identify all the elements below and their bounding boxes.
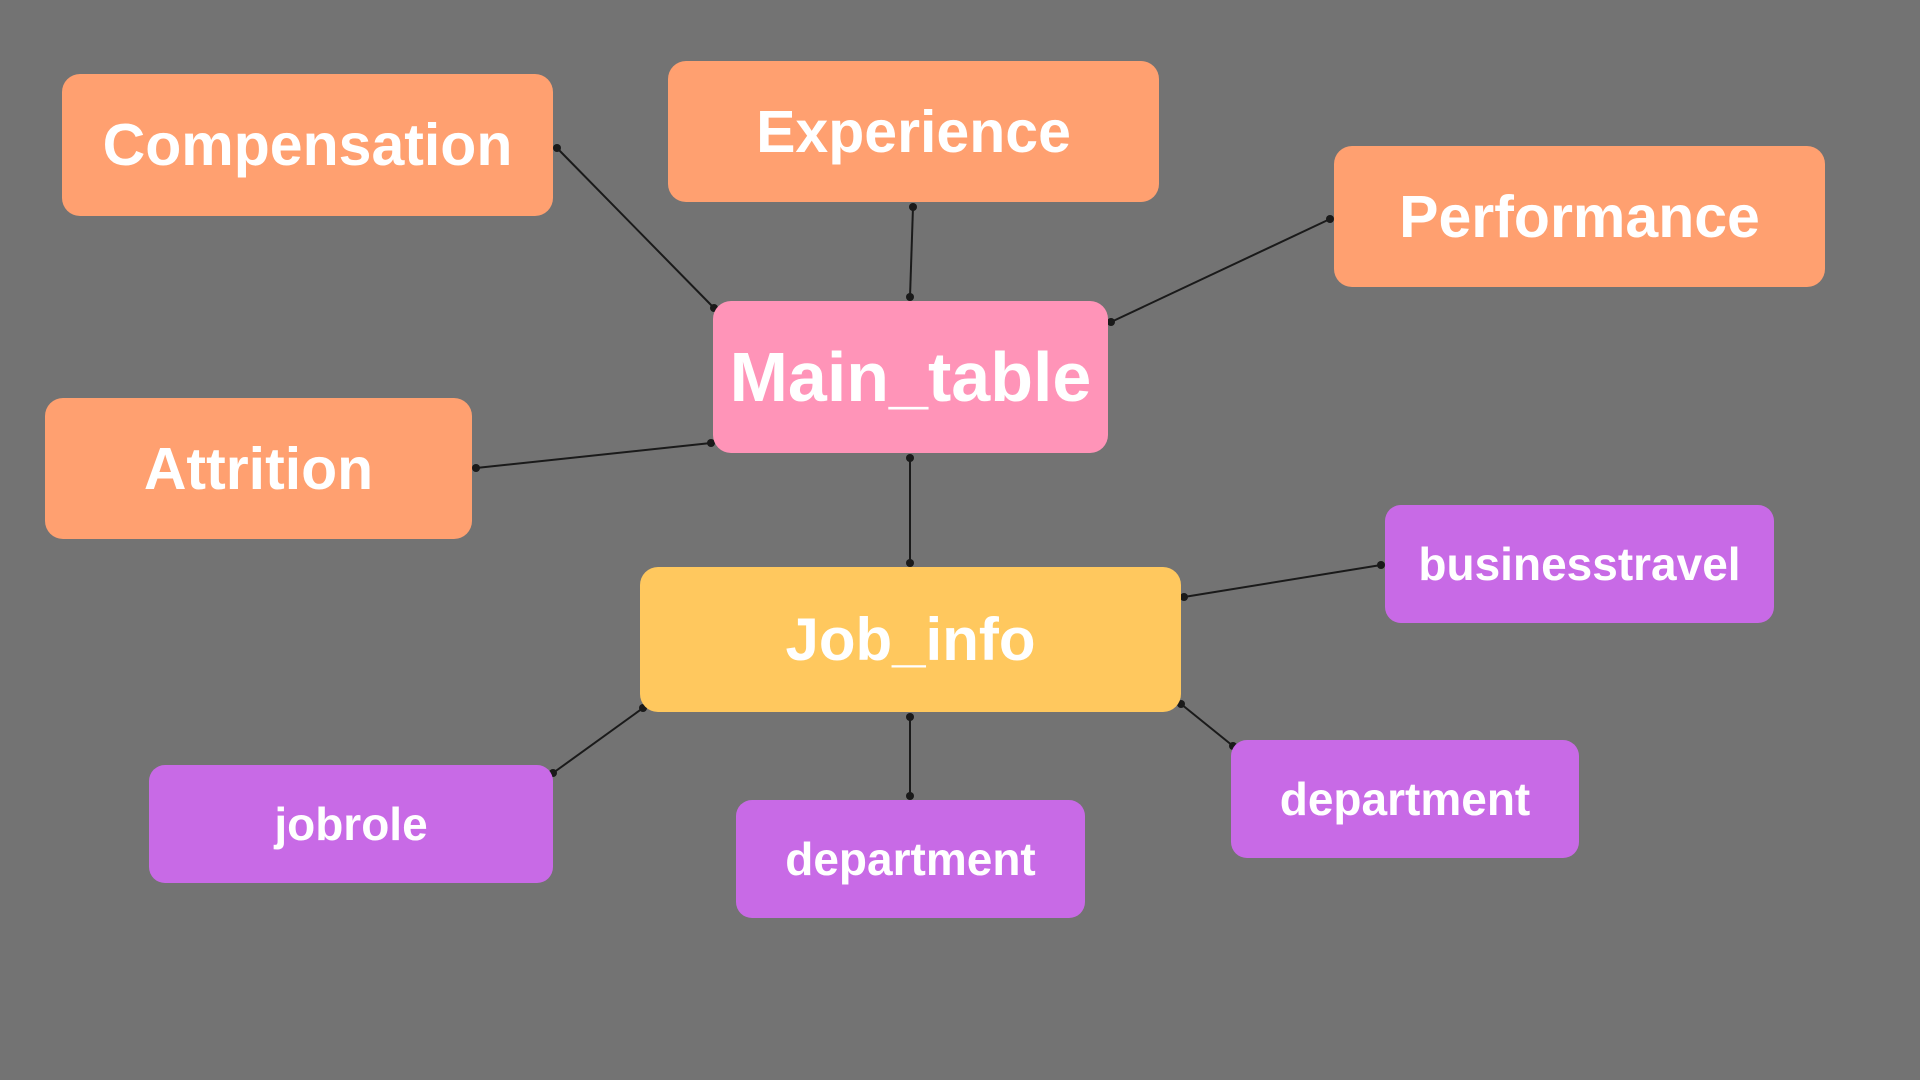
edge-jobinfo-department-right — [1177, 700, 1237, 750]
node-businesstravel[interactable]: businesstravel — [1385, 505, 1774, 623]
node-department-center[interactable]: department — [736, 800, 1085, 918]
node-compensation[interactable]: Compensation — [62, 74, 553, 216]
edge-jobinfo-businesstravel — [1180, 561, 1385, 601]
node-job-info-label: Job_info — [785, 606, 1036, 673]
node-attrition-label: Attrition — [143, 435, 374, 502]
node-department-right-label: department — [1279, 773, 1531, 825]
node-main-table[interactable]: Main_table — [713, 301, 1108, 453]
node-job-info[interactable]: Job_info — [640, 567, 1181, 712]
edge-jobinfo-department-center — [906, 713, 914, 800]
node-experience-label: Experience — [756, 98, 1071, 165]
edge-main-jobinfo — [906, 454, 914, 567]
node-experience[interactable]: Experience — [668, 61, 1159, 202]
node-department-center-label: department — [785, 833, 1036, 885]
node-jobrole[interactable]: jobrole — [149, 765, 553, 883]
node-attrition[interactable]: Attrition — [45, 398, 472, 539]
edge-experience-main — [906, 203, 917, 301]
edge-attrition-main — [472, 439, 715, 472]
node-performance-label: Performance — [1399, 183, 1760, 250]
node-main-table-label: Main_table — [729, 338, 1092, 416]
node-department-right[interactable]: department — [1231, 740, 1579, 858]
edge-performance-main — [1107, 215, 1334, 326]
edge-jobinfo-jobrole — [549, 704, 647, 777]
node-jobrole-label: jobrole — [274, 798, 428, 850]
node-performance[interactable]: Performance — [1334, 146, 1825, 287]
node-compensation-label: Compensation — [102, 112, 513, 178]
node-businesstravel-label: businesstravel — [1418, 538, 1741, 590]
